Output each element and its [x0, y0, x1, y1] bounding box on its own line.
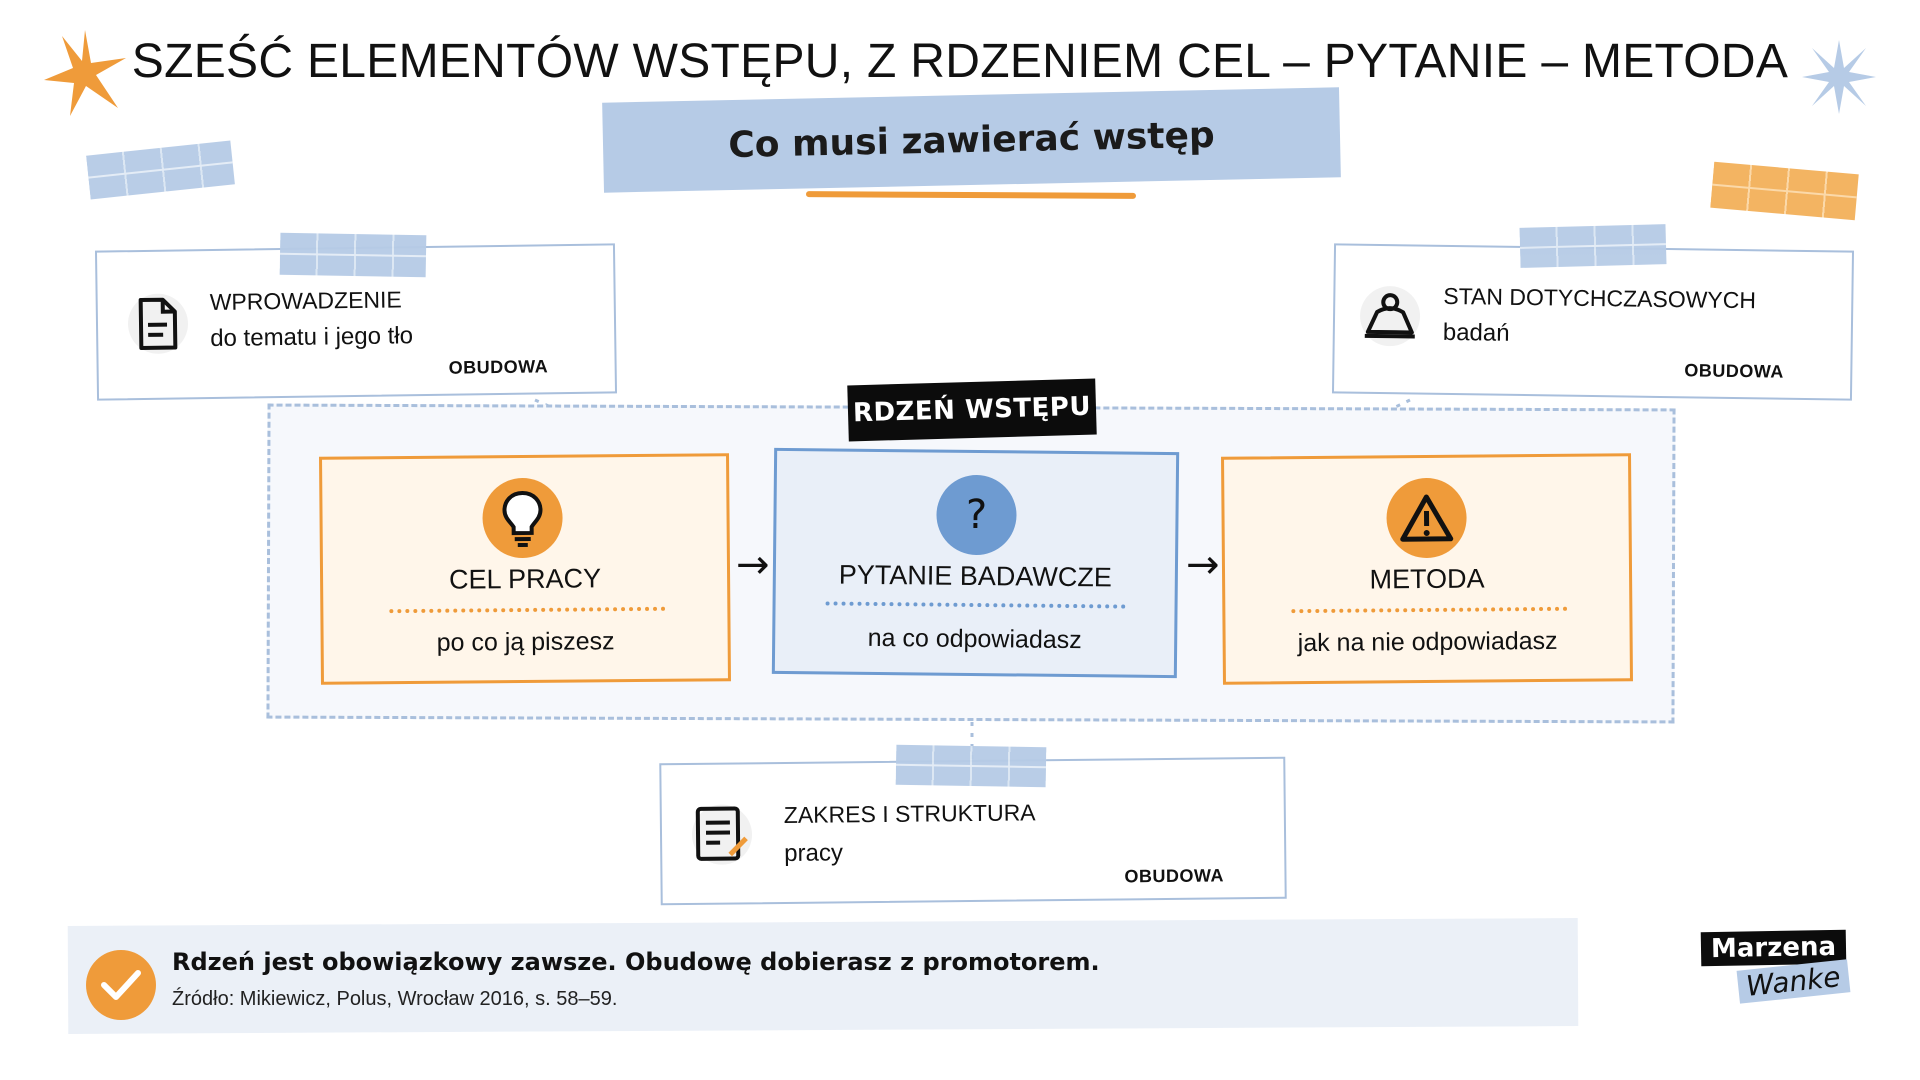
- note-main: Rdzeń jest obowiązkowy zawsze. Obudowę d…: [172, 948, 1100, 976]
- bell-icon: [1359, 285, 1421, 347]
- card-label: WPROWADZENIE: [209, 286, 402, 316]
- tape-decoration: [895, 744, 1047, 788]
- card-sub: badań: [1442, 318, 1510, 347]
- card-tag: OBUDOWA: [448, 356, 549, 378]
- card-scope: ZAKRES I STRUKTURA pracy OBUDOWA: [659, 756, 1287, 906]
- card-label: STAN DOTYCHCZASOWYCH: [1443, 282, 1757, 314]
- arrow-icon: →: [1186, 542, 1220, 588]
- core-sub: na co odpowiadasz: [867, 623, 1082, 655]
- core-card-goal: CEL PRACY po co ją piszesz: [319, 453, 731, 685]
- question-icon: ?: [936, 474, 1017, 556]
- warning-icon: [1386, 477, 1467, 559]
- core-label: RDZEŃ WSTĘPU: [847, 378, 1097, 442]
- tape-decoration: [1519, 224, 1667, 268]
- card-state: STAN DOTYCHCZASOWYCH badań OBUDOWA: [1331, 243, 1855, 401]
- core-card-method: METODA jak na nie odpowiadasz: [1221, 453, 1633, 685]
- card-label: ZAKRES I STRUKTURA: [783, 799, 1036, 828]
- lightbulb-icon: [482, 477, 563, 559]
- core-sub: jak na nie odpowiadasz: [1297, 626, 1558, 658]
- arrow-icon: →: [736, 542, 770, 588]
- note-band: [67, 918, 1579, 1034]
- core-title: CEL PRACY: [448, 563, 602, 595]
- question-mark: ?: [965, 491, 988, 539]
- card-tag: OBUDOWA: [1124, 865, 1225, 887]
- check-icon: [86, 950, 156, 1020]
- dotted-divider: [389, 606, 666, 614]
- dotted-divider: [1291, 606, 1568, 614]
- document-icon: [127, 293, 189, 355]
- orange-star-icon: [44, 30, 126, 116]
- core-title: METODA: [1369, 563, 1485, 595]
- card-tag: OBUDOWA: [1684, 360, 1784, 382]
- page-title: SZEŚĆ ELEMENTÓW WSTĘPU, Z RDZENIEM CEL –…: [131, 35, 1789, 88]
- card-sub: do tematu i jego tło: [210, 322, 414, 353]
- notepad-icon: [691, 804, 753, 865]
- blue-star-icon: [1802, 40, 1876, 114]
- tape-decoration: [279, 232, 427, 278]
- card-sub: pracy: [784, 839, 844, 867]
- core-card-question: ? PYTANIE BADAWCZE na co odpowiadasz: [771, 447, 1180, 679]
- card-intro: WPROWADZENIE do tematu i jego tło OBUDOW…: [94, 243, 618, 401]
- core-title: PYTANIE BADAWCZE: [838, 559, 1113, 593]
- dotted-divider: [825, 601, 1126, 609]
- note-source: Źródło: Mikiewicz, Polus, Wrocław 2016, …: [172, 988, 618, 1010]
- core-sub: po co ją piszesz: [436, 627, 615, 657]
